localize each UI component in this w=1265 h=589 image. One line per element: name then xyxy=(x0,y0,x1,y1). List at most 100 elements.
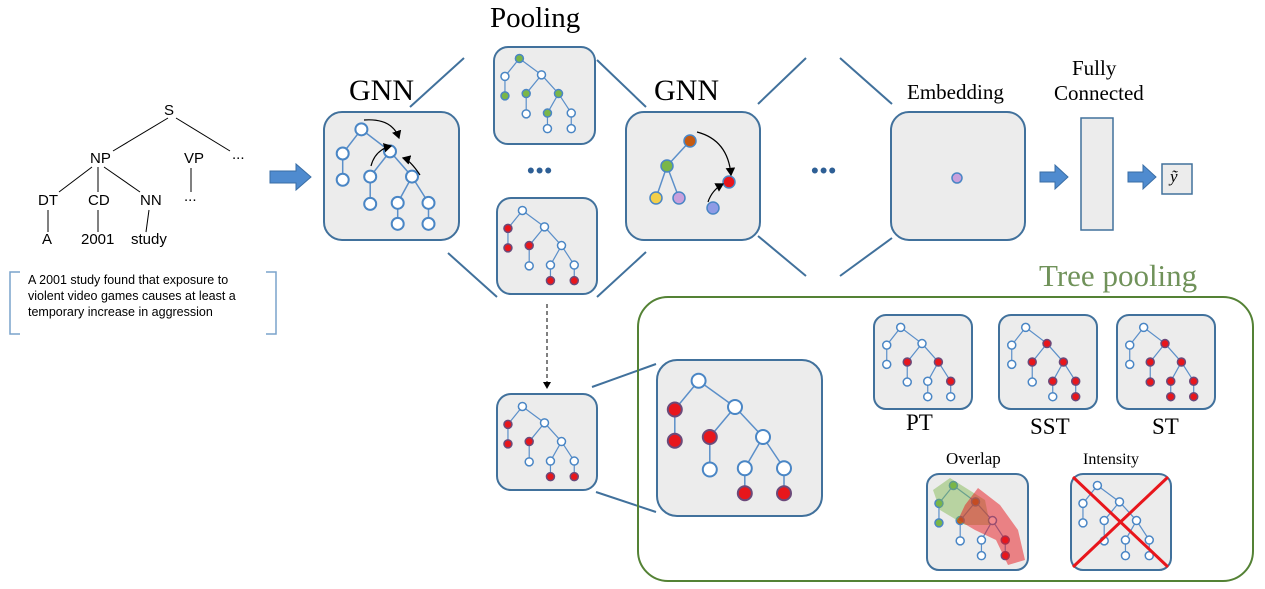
tree-node-highlighted xyxy=(1165,391,1176,402)
tree-node-highlighted xyxy=(521,88,531,99)
connector-lines xyxy=(409,57,893,513)
tree-node xyxy=(955,536,965,546)
tree-node-highlighted xyxy=(1042,338,1052,349)
detail-big-panel xyxy=(656,359,823,517)
tree-node xyxy=(976,550,987,561)
tree-node xyxy=(524,457,534,467)
tree-node xyxy=(566,123,576,134)
tree-node xyxy=(524,261,534,271)
tree-node-highlighted xyxy=(524,436,534,447)
tree-node-highlighted xyxy=(1176,357,1187,367)
tree-node xyxy=(1027,377,1037,387)
tree-node-highlighted xyxy=(1058,357,1069,367)
st-tree xyxy=(1124,322,1199,402)
tree-node-highlighted xyxy=(514,53,525,64)
tree-node xyxy=(1144,550,1154,561)
tree-node xyxy=(569,456,579,466)
pt-panel xyxy=(873,314,973,410)
tree-node xyxy=(539,222,550,232)
tree-node-highlighted xyxy=(1145,377,1155,387)
tree-node xyxy=(569,260,579,270)
tree-node-highlighted xyxy=(666,432,683,449)
tree-node xyxy=(1131,515,1142,526)
tree-node-highlighted xyxy=(545,471,556,482)
tree-node xyxy=(881,359,892,370)
tree-node xyxy=(945,391,956,402)
tree-node-highlighted xyxy=(945,376,956,387)
output-box xyxy=(1161,163,1193,195)
tree-node-highlighted xyxy=(934,518,944,528)
tree-node xyxy=(556,436,567,447)
tree-node xyxy=(354,122,369,137)
tree-node xyxy=(701,461,718,478)
gnn-2-green-node xyxy=(660,159,674,173)
gnn-2-blue-node xyxy=(706,201,720,215)
detail-big-tree xyxy=(666,372,792,502)
panels xyxy=(323,46,1216,571)
tree-node-highlighted xyxy=(1047,376,1058,387)
tree-node xyxy=(902,377,912,387)
detail-small-tree xyxy=(503,401,579,482)
tree-node xyxy=(1144,535,1154,545)
tree-node xyxy=(917,338,927,349)
tree-node xyxy=(1124,359,1135,370)
tree-node xyxy=(363,169,378,184)
tree-node xyxy=(335,172,350,187)
pooling-top-tree xyxy=(500,53,576,134)
tree-node xyxy=(895,322,906,333)
tree-node xyxy=(517,401,528,412)
tree-node xyxy=(1006,340,1017,350)
tree-node xyxy=(1124,340,1135,350)
tree-node xyxy=(566,108,576,118)
tree-node xyxy=(1120,535,1131,545)
tree-node xyxy=(881,340,892,350)
tree-node-highlighted xyxy=(500,91,510,101)
pt-tree xyxy=(881,322,956,402)
tree-pooling-frame xyxy=(637,296,1254,582)
tree-node xyxy=(390,216,405,231)
tree-node xyxy=(1078,498,1088,509)
tree-node xyxy=(556,240,567,251)
tree-node-highlighted xyxy=(503,243,513,253)
sst-panel xyxy=(998,314,1098,410)
tree-node-highlighted xyxy=(545,275,556,286)
tree-node-highlighted xyxy=(948,480,959,491)
tree-node xyxy=(922,391,933,402)
gnn-2-root-node xyxy=(683,134,697,148)
tree-node-highlighted xyxy=(1070,376,1081,387)
sentence-bracket xyxy=(9,271,277,335)
tree-node-highlighted xyxy=(1165,376,1176,387)
tree-node xyxy=(976,535,987,545)
tree-node-highlighted xyxy=(902,357,912,367)
st-panel xyxy=(1116,314,1216,410)
tree-node xyxy=(1078,518,1088,528)
tree-node-highlighted xyxy=(569,471,579,482)
tree-node xyxy=(922,376,933,387)
parse-tree xyxy=(47,117,231,233)
tree-node xyxy=(1099,515,1109,526)
tree-node-highlighted xyxy=(503,223,513,234)
tree-node xyxy=(1006,359,1017,370)
tree-node xyxy=(421,216,436,231)
tree-node-highlighted xyxy=(666,401,683,418)
gnn-2-purple-node xyxy=(672,191,686,205)
tree-node-highlighted xyxy=(569,275,579,286)
pooling-bottom-tree xyxy=(503,205,579,286)
tree-node xyxy=(736,460,753,477)
tree-node xyxy=(521,109,531,119)
tree-node xyxy=(1120,550,1131,561)
tree-node xyxy=(517,205,528,216)
tree-graphs xyxy=(335,53,1199,561)
tree-node-highlighted xyxy=(1188,391,1199,402)
pooling-panel-top xyxy=(493,46,596,145)
sst-tree xyxy=(1006,322,1081,402)
tree-node-highlighted xyxy=(542,108,553,118)
tree-node xyxy=(536,70,547,80)
tree-node xyxy=(363,196,378,211)
tree-node-highlighted xyxy=(503,419,513,430)
tree-node xyxy=(1092,480,1103,491)
tree-node-highlighted xyxy=(1145,357,1155,367)
detail-small-panel xyxy=(496,393,598,491)
tree-node xyxy=(690,372,707,389)
